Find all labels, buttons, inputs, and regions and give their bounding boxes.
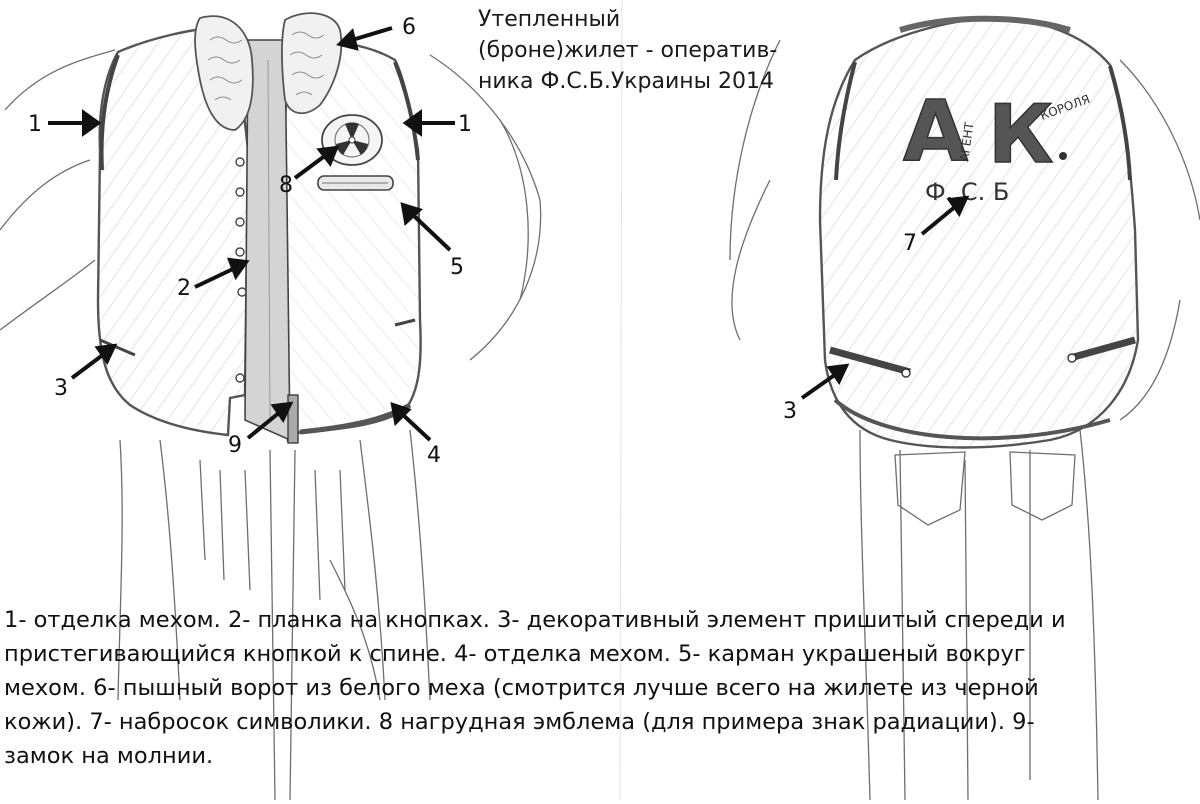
title-line-2: (броне)жилет - оператив- bbox=[478, 38, 778, 63]
front-left-shoulder-line bbox=[4, 49, 116, 111]
callout-2: 2 bbox=[177, 276, 191, 301]
monogram-dot bbox=[1059, 152, 1067, 160]
fur-collar-right bbox=[281, 12, 343, 114]
caption-line-4: кожи). 7- набросок символики. 8 нагрудна… bbox=[4, 709, 1035, 735]
callout-3-back: 3 bbox=[783, 399, 797, 424]
side-tab-back-left bbox=[829, 346, 911, 376]
callout-numbers: 1 6 1 8 5 2 3 9 4 7 3 bbox=[28, 15, 917, 468]
monogram-side-text-left: АГЕНТ bbox=[957, 121, 976, 163]
callout-7: 7 bbox=[903, 231, 917, 256]
callout-1-right: 1 bbox=[458, 112, 472, 137]
caption-line-1: 1- отделка мехом. 2- планка на кнопках. … bbox=[4, 607, 1066, 633]
monogram-letter-k: К bbox=[988, 88, 1053, 181]
back-view bbox=[729, 39, 1200, 801]
front-right-shoulder-line bbox=[429, 54, 541, 201]
side-tab-back-right bbox=[1069, 336, 1136, 362]
fur-trim-left-armhole bbox=[99, 54, 120, 171]
fur-collar-left bbox=[194, 15, 254, 131]
monogram-letter-a: А bbox=[903, 82, 968, 180]
jeans-pocket-right bbox=[1009, 451, 1076, 521]
callout-arrows bbox=[48, 26, 970, 442]
callout-9: 9 bbox=[228, 433, 242, 458]
page-fold-line bbox=[619, 0, 623, 801]
jeans-pocket-left bbox=[894, 451, 966, 526]
back-right-arm-line bbox=[1119, 59, 1200, 221]
side-tab-front bbox=[99, 338, 136, 357]
front-vest bbox=[96, 12, 422, 444]
caption-line-2: пристегивающийся кнопкой к спине. 4- отд… bbox=[4, 641, 1026, 667]
radiation-emblem bbox=[321, 114, 383, 166]
callout-6: 6 bbox=[402, 15, 416, 40]
back-left-arm-line bbox=[729, 39, 781, 261]
callout-4: 4 bbox=[427, 443, 441, 468]
legend-caption: 1- отделка мехом. 2- планка на кнопках. … bbox=[4, 603, 1196, 773]
sketch-title: Утепленный (броне)жилет - оператив- ника… bbox=[478, 4, 777, 97]
fur-trim-right-armhole bbox=[393, 61, 420, 161]
back-initials: Ф. С. Б bbox=[925, 178, 1009, 206]
caption-line-3: мехом. 6- пышный ворот из белого меха (с… bbox=[4, 675, 1039, 701]
caption-line-5: замок на молнии. bbox=[4, 743, 214, 769]
title-line-3: ника Ф.С.Б.Украины 2014 bbox=[478, 69, 774, 94]
callout-1-left: 1 bbox=[28, 112, 42, 137]
zipper bbox=[287, 394, 299, 444]
back-panel bbox=[818, 16, 1140, 449]
back-fur-collar bbox=[899, 15, 1071, 33]
callout-8: 8 bbox=[279, 173, 293, 198]
callout-3-front: 3 bbox=[54, 376, 68, 401]
placket-snaps bbox=[235, 157, 247, 383]
back-vest bbox=[818, 15, 1140, 449]
title-line-1: Утепленный bbox=[478, 7, 621, 32]
front-view bbox=[0, 49, 542, 801]
callout-5: 5 bbox=[450, 255, 464, 280]
